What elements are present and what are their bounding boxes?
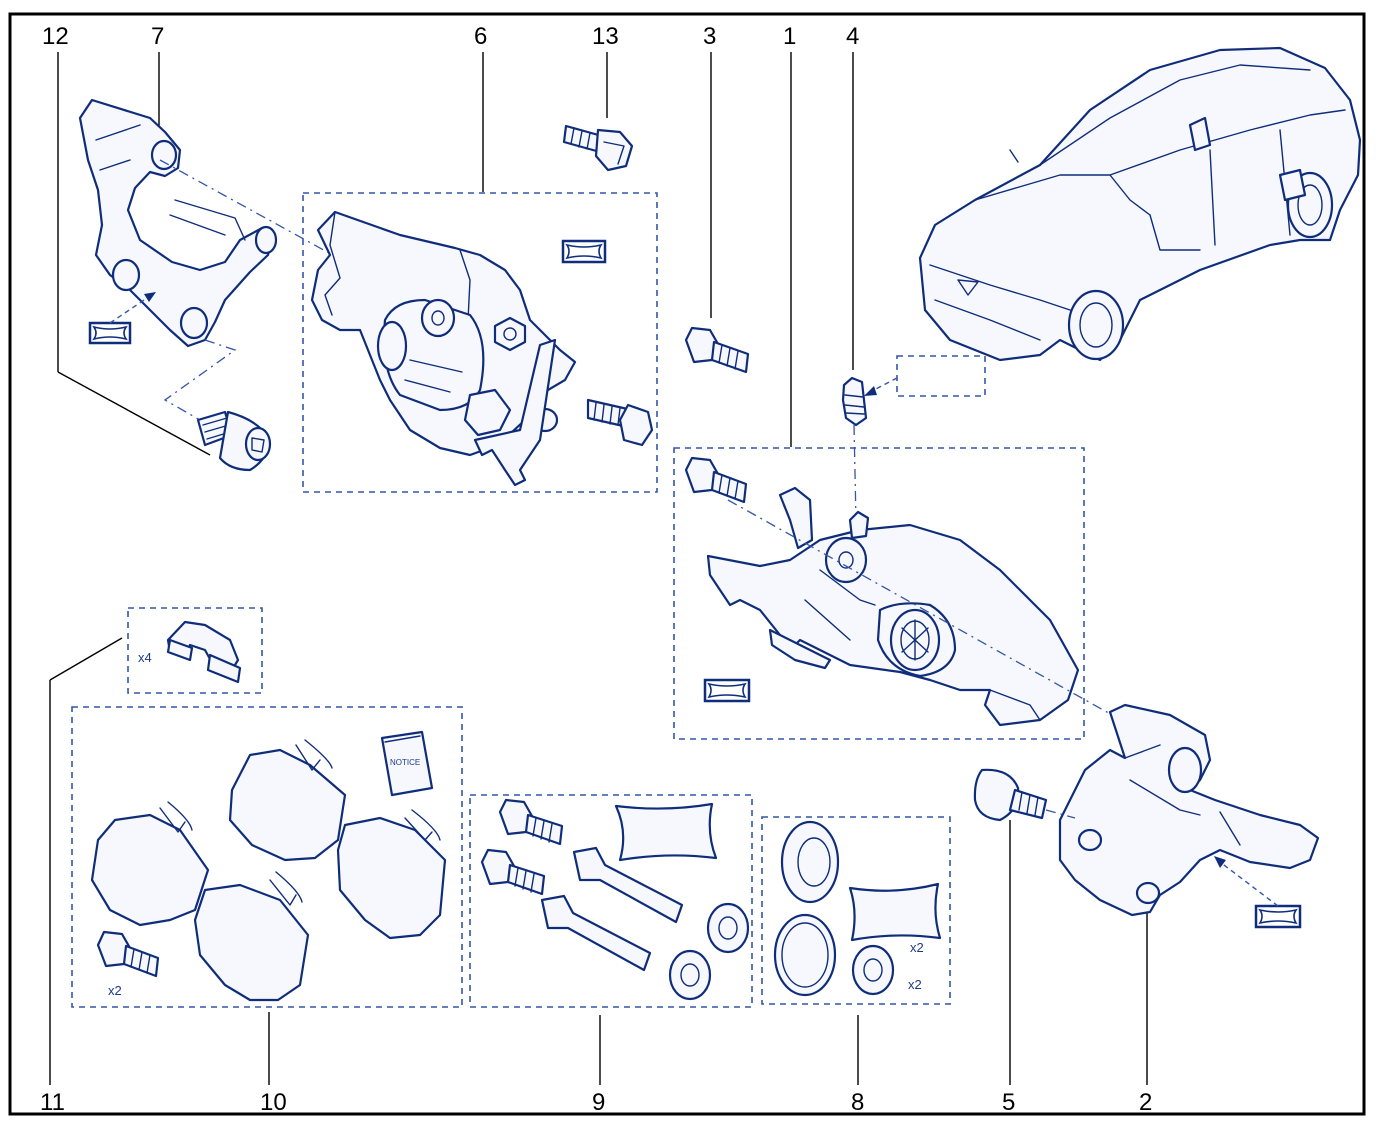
part-6-caliper xyxy=(310,210,577,487)
qty-seal-grease: x2 xyxy=(910,940,924,955)
callout-13: 13 xyxy=(592,23,619,50)
kit-box-9-guide-pins xyxy=(469,794,753,1008)
diagram-frame xyxy=(8,12,1366,1116)
arrowhead-tag-2 xyxy=(1214,856,1226,868)
leader-lines xyxy=(49,52,1148,1085)
callout-5: 5 xyxy=(1002,1089,1015,1116)
callout-12: 12 xyxy=(42,23,69,50)
axis-line-bolt-12 xyxy=(163,339,237,421)
part-5-socket-bolt xyxy=(973,768,1048,822)
qty-seal-boots: x2 xyxy=(908,977,922,992)
callout-2: 2 xyxy=(1139,1089,1152,1116)
part-3-bolt xyxy=(684,326,750,374)
callout-11: 11 xyxy=(40,1089,65,1116)
part-10-brake-pads xyxy=(90,739,447,1002)
notice-booklet-label: NOTICE xyxy=(390,758,420,767)
kit-box-11-clips xyxy=(127,607,263,694)
axis-line-bolt-5 xyxy=(1045,809,1076,819)
part-8-seal-kit xyxy=(773,820,942,997)
axis-line-right xyxy=(727,499,1131,726)
grease-sachet xyxy=(614,802,718,862)
brake-pad xyxy=(228,748,347,862)
part-7-carrier-bracket xyxy=(78,98,278,348)
kit-box-8-seal-kit xyxy=(761,816,951,1005)
kit-box-4-label xyxy=(896,355,986,397)
part-2-carrier-bracket xyxy=(1058,703,1320,917)
arrow-tag-7 xyxy=(109,295,151,324)
callout-7: 7 xyxy=(151,23,164,50)
brake-pad xyxy=(336,816,447,940)
part-1-caliper xyxy=(684,456,1080,727)
label-tag-bracket-7 xyxy=(88,321,132,345)
notice-booklet xyxy=(380,730,434,797)
part-9-guide-pins-kit xyxy=(480,798,750,1001)
kit-box-6-caliper xyxy=(302,192,658,493)
callout-6: 6 xyxy=(474,23,487,50)
callout-9: 9 xyxy=(592,1089,605,1116)
part-10-pad-bolt xyxy=(96,930,160,978)
callout-8: 8 xyxy=(851,1089,864,1116)
callout-1: 1 xyxy=(783,23,796,50)
part-6-bolt xyxy=(586,398,654,447)
kit-box-10-pads xyxy=(71,706,463,1008)
arrowhead-tag-7 xyxy=(144,292,156,302)
label-tag-caliper-6 xyxy=(561,239,607,264)
brake-pad xyxy=(90,813,210,927)
axis-line-bleed xyxy=(853,424,857,521)
qty-clips: x4 xyxy=(138,650,152,665)
part-12-socket-bolt xyxy=(196,410,272,472)
car-illustration xyxy=(918,46,1362,362)
grease-sachet xyxy=(848,882,942,942)
kit-box-1-caliper xyxy=(673,447,1085,740)
arrow-tag-2 xyxy=(1219,861,1279,907)
qty-pad-bolts: x2 xyxy=(108,983,122,998)
label-tag-caliper-1 xyxy=(703,678,751,703)
callout-4: 4 xyxy=(846,23,859,50)
label-tag-bracket-2 xyxy=(1254,904,1302,929)
part-4-bleed-screw xyxy=(841,376,868,427)
callout-3: 3 xyxy=(703,23,716,50)
part-11-clips xyxy=(166,620,242,684)
arrowhead-tag-4 xyxy=(864,386,877,396)
callout-10: 10 xyxy=(260,1089,287,1116)
part-13-bolt xyxy=(562,124,634,172)
brake-pad xyxy=(193,883,310,1002)
